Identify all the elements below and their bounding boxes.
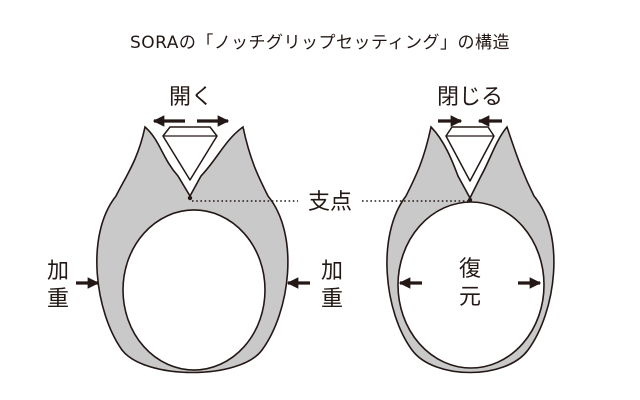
pressure-left-char-2: 重	[47, 287, 69, 312]
left-fulcrum-dot	[187, 195, 193, 201]
left-ring	[96, 125, 289, 374]
fulcrum-label: 支点	[308, 190, 352, 215]
pressure-left-char-1: 加	[47, 259, 69, 284]
close-label: 閉じる	[437, 85, 503, 110]
right-ring	[386, 125, 555, 374]
restore-char-1: 復	[459, 257, 481, 282]
right-fulcrum-dot	[467, 197, 473, 203]
open-label: 開く	[169, 85, 213, 110]
diagram-title: SORAの「ノッチグリップセッティング」の構造	[129, 33, 511, 53]
left-gem	[162, 126, 218, 181]
right-gem	[445, 126, 495, 182]
right-ring-body	[386, 125, 555, 374]
pressure-right-char-2: 重	[321, 287, 343, 312]
pressure-right-char-1: 加	[321, 259, 343, 284]
restore-char-2: 元	[459, 285, 481, 310]
left-ring-body	[96, 125, 289, 374]
